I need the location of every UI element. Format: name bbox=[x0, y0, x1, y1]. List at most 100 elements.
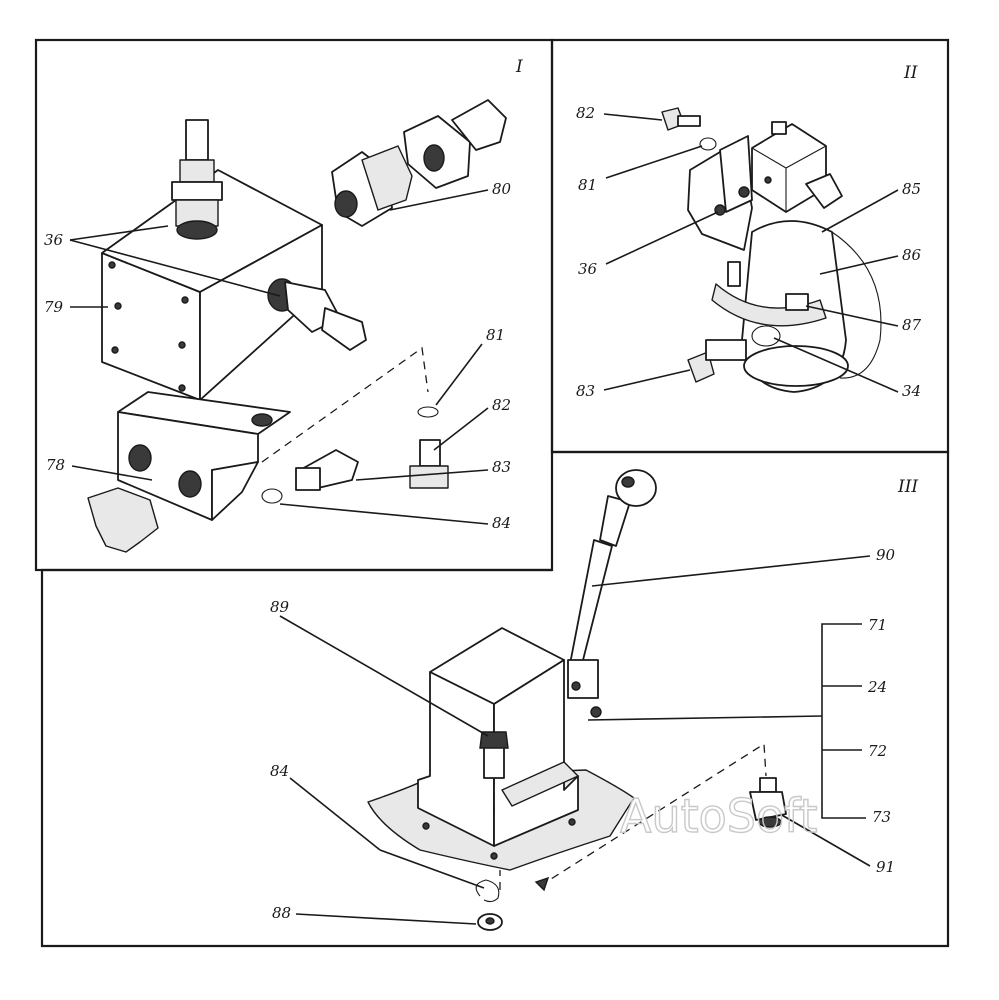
leader-89 bbox=[279, 615, 489, 737]
leader-84 bbox=[279, 503, 489, 525]
callout-81: 81 bbox=[578, 176, 597, 194]
valve-85-body bbox=[751, 123, 827, 213]
washer-81 bbox=[417, 406, 439, 418]
callout-34: 34 bbox=[902, 382, 921, 400]
washer-81 bbox=[699, 137, 717, 151]
panel-2-drawing: 82 81 36 85 86 87 34 83 bbox=[576, 104, 922, 400]
callout-86: 86 bbox=[902, 246, 922, 264]
plug-91-hex bbox=[749, 791, 787, 821]
valve-85-port bbox=[771, 121, 787, 135]
washer-84 bbox=[261, 488, 283, 504]
callout-24: 24 bbox=[867, 678, 887, 696]
leader-84 bbox=[289, 777, 381, 851]
leader-34 bbox=[773, 337, 899, 393]
cap-piece bbox=[87, 487, 159, 553]
bracket-hole bbox=[178, 470, 202, 498]
side-fitting-stem bbox=[321, 307, 367, 351]
nut-88-hole bbox=[485, 917, 495, 925]
leader-83 bbox=[603, 369, 691, 391]
callout-36: 36 bbox=[578, 260, 598, 278]
leader-78 bbox=[71, 465, 153, 481]
lever-90-knob-hole bbox=[621, 476, 635, 488]
bracket-hole bbox=[251, 413, 273, 427]
callout-82: 82 bbox=[576, 104, 595, 122]
leader-85 bbox=[821, 189, 899, 233]
leader-91 bbox=[779, 813, 871, 867]
bolt-83-shank bbox=[295, 467, 321, 491]
panel-2-numeral: II bbox=[903, 63, 918, 83]
top-fitting-hex bbox=[171, 181, 223, 201]
callout-72: 72 bbox=[868, 742, 887, 760]
panel-1-drawing: 36 79 78 80 81 82 83 84 bbox=[44, 99, 512, 553]
block-hole bbox=[108, 261, 116, 269]
leader-81 bbox=[435, 343, 483, 406]
clamp-ear bbox=[727, 261, 741, 287]
top-fitting-nut bbox=[179, 159, 215, 183]
leader-86 bbox=[819, 255, 899, 275]
leader-88 bbox=[295, 913, 477, 925]
watermark: AutoSoft bbox=[620, 789, 818, 843]
valve-85-edge bbox=[785, 145, 827, 169]
block-hole bbox=[114, 302, 122, 310]
assembly-line bbox=[261, 346, 429, 463]
callout-84: 84 bbox=[492, 514, 511, 532]
leader-82 bbox=[433, 407, 489, 451]
bracket-side bbox=[211, 461, 259, 521]
lever-90-knob bbox=[615, 469, 657, 507]
leader-36 bbox=[69, 239, 281, 297]
bolt-82-shank bbox=[419, 439, 441, 467]
clamp-lug bbox=[785, 293, 809, 311]
callout-71: 71 bbox=[868, 616, 887, 634]
top-fitting-seat bbox=[176, 220, 218, 240]
leader-82 bbox=[603, 113, 663, 121]
leader-36 bbox=[69, 225, 169, 241]
valve-85-hole bbox=[764, 176, 772, 184]
panel-3-numeral: III bbox=[897, 477, 918, 497]
callout-83: 83 bbox=[576, 382, 595, 400]
clamp-strap-87 bbox=[711, 283, 827, 327]
union-tail bbox=[451, 99, 507, 151]
callout-91: 91 bbox=[876, 858, 895, 876]
crane-block-step bbox=[501, 761, 579, 807]
mount-bracket-flange bbox=[719, 135, 753, 213]
bolt-83-shank bbox=[705, 339, 747, 361]
block-hole bbox=[181, 296, 189, 304]
callout-85: 85 bbox=[902, 180, 921, 198]
callout-80: 80 bbox=[492, 180, 512, 198]
base-plate-hole bbox=[422, 822, 430, 830]
panel-3-drawing: 89 84 88 90 71 24 72 73 91 bbox=[270, 469, 896, 931]
lever-90-bracket bbox=[567, 659, 599, 699]
washer-84 bbox=[475, 879, 500, 903]
plug-91-seat bbox=[758, 816, 782, 828]
assembly-arrow bbox=[534, 876, 550, 892]
valve-85-edge bbox=[751, 147, 787, 169]
callout-78: 78 bbox=[46, 456, 65, 474]
callout-89: 89 bbox=[270, 598, 290, 616]
leader-90 bbox=[591, 555, 871, 587]
bolt-82-head bbox=[409, 465, 449, 489]
callout-87: 87 bbox=[902, 316, 922, 334]
callout-81: 81 bbox=[486, 326, 505, 344]
valve-85-fitting bbox=[805, 173, 843, 209]
fitting-80-bore bbox=[334, 190, 358, 218]
base-plate-hole bbox=[490, 852, 498, 860]
panel-3-frame bbox=[40, 450, 950, 948]
callout-bracket bbox=[821, 623, 866, 819]
callout-82: 82 bbox=[492, 396, 511, 414]
bolt-36-head bbox=[738, 186, 750, 198]
callout-83: 83 bbox=[492, 458, 511, 476]
washer-34 bbox=[751, 325, 781, 347]
fitting-80-nut bbox=[361, 145, 413, 211]
lever-90-pin bbox=[571, 681, 581, 691]
top-fitting-stem bbox=[185, 119, 209, 161]
block-hole bbox=[178, 341, 186, 349]
diagram-frames bbox=[34, 38, 950, 948]
union-nut-bore bbox=[423, 144, 445, 172]
leader-81 bbox=[605, 145, 703, 179]
lever-90-pivot bbox=[590, 706, 602, 718]
leader-87 bbox=[805, 305, 899, 327]
leader-84 bbox=[379, 849, 485, 889]
leader-group bbox=[587, 715, 823, 721]
lever-90-rod bbox=[569, 539, 613, 665]
